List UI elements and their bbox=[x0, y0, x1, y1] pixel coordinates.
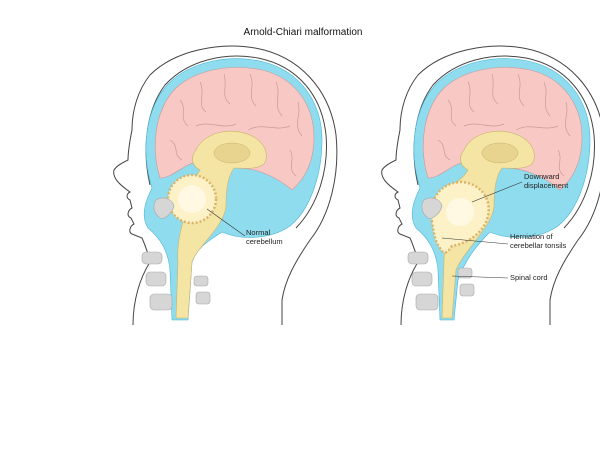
normal-head-illustration: Normal cerebellum bbox=[113, 45, 338, 326]
herniation-label-line1: Herniation of bbox=[510, 232, 553, 241]
chiari-spine-process-2 bbox=[459, 283, 475, 297]
chiari-spine-process-1 bbox=[457, 267, 473, 279]
normal-cerebellum-label-line1: Normal bbox=[246, 228, 271, 237]
chiari-cerebellum bbox=[430, 180, 490, 254]
downward-displacement-leader bbox=[471, 181, 523, 203]
chiari-gyri bbox=[437, 73, 571, 177]
normal-cerebellum-leader bbox=[206, 208, 246, 237]
chiari-sphenoid-bone bbox=[421, 197, 443, 219]
herniation-label: Herniation of cerebellar tonsils bbox=[510, 232, 567, 250]
normal-sphenoid-bone bbox=[153, 197, 175, 219]
figure-title: Arnold-Chiari malformation bbox=[244, 27, 363, 38]
normal-spine-process-2 bbox=[195, 291, 211, 305]
herniation-label-line2: cerebellar tonsils bbox=[510, 241, 567, 250]
downward-displacement-label-line2: displacement bbox=[524, 181, 569, 190]
chiari-vertebra-1 bbox=[407, 251, 429, 265]
normal-head-outline bbox=[113, 45, 338, 326]
chiari-vertebra-3 bbox=[415, 293, 439, 311]
normal-vertebra-3 bbox=[149, 293, 173, 311]
normal-thalamus bbox=[213, 142, 251, 164]
normal-vertebra-2 bbox=[145, 271, 167, 287]
herniation-leader bbox=[441, 237, 509, 245]
normal-spine-process-1 bbox=[193, 275, 209, 287]
downward-displacement-label-line1: Downward bbox=[524, 172, 559, 181]
chiari-thalamus bbox=[481, 142, 519, 164]
downward-displacement-label: Downward displacement bbox=[524, 172, 569, 190]
normal-cerebellum bbox=[166, 173, 218, 225]
chiari-brainstem bbox=[441, 130, 535, 319]
chiari-head-illustration bbox=[381, 45, 600, 326]
normal-gyri bbox=[169, 73, 303, 177]
normal-cerebellum-label-line2: cerebellum bbox=[246, 237, 283, 246]
spinal-cord-label: Spinal cord bbox=[510, 273, 548, 282]
chiari-vertebra-2 bbox=[411, 271, 433, 287]
chiari-head-outline bbox=[381, 45, 600, 326]
normal-cerebellum-label: Normal cerebellum bbox=[246, 228, 283, 246]
spinal-cord-leader bbox=[451, 275, 509, 279]
normal-vertebra-1 bbox=[141, 251, 163, 265]
